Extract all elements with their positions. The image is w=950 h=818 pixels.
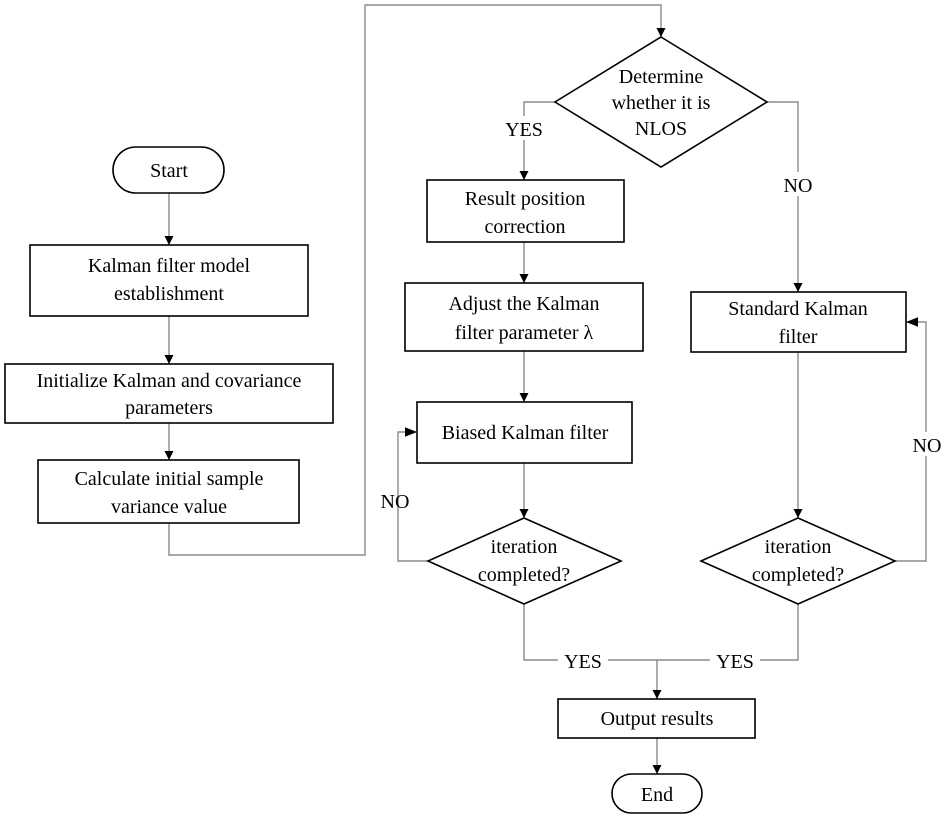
- arrow-nlos-to-correction: [519, 101, 555, 180]
- arrow-calc-to-nlos: [168, 4, 666, 556]
- model-label-line1: Kalman filter model: [88, 255, 251, 277]
- yes-nlos-label: YES: [505, 119, 543, 141]
- standard-label-line2: filter: [779, 326, 818, 348]
- no-right-loop-label: NO: [913, 435, 942, 457]
- start-label: Start: [150, 160, 188, 182]
- nlos-decision: Determine whether it is NLOS: [553, 36, 769, 168]
- iter-right-decision: iteration completed?: [699, 517, 897, 605]
- adjust-label-line2: filter parameter λ: [455, 322, 594, 344]
- biased-label: Biased Kalman filter: [442, 422, 609, 444]
- connectors: [164, 4, 927, 774]
- calc-process-box: Calculate initial sample variance value: [37, 459, 300, 524]
- iter-left-label-line2: completed?: [478, 564, 570, 586]
- model-label-line2: establishment: [114, 283, 224, 305]
- init-label-line1: Initialize Kalman and covariance: [37, 370, 302, 392]
- output-label: Output results: [601, 708, 714, 730]
- calc-label-line1: Calculate initial sample: [75, 468, 264, 490]
- iter-left-label-line1: iteration: [491, 536, 558, 558]
- init-process-box: Initialize Kalman and covariance paramet…: [4, 363, 334, 424]
- adjust-process-box: Adjust the Kalman filter parameter λ: [404, 282, 644, 352]
- arrow-iterleft-no-loop: [397, 427, 428, 562]
- yes-right-label: YES: [716, 651, 754, 673]
- start-terminator: Start: [112, 146, 225, 194]
- no-left-loop-label: NO: [381, 491, 410, 513]
- correction-label-line2: correction: [484, 216, 565, 238]
- nlos-label-line3: NLOS: [635, 118, 687, 140]
- iter-right-label-line2: completed?: [752, 564, 844, 586]
- no-nlos-label: NO: [784, 175, 813, 197]
- calc-label-line2: variance value: [111, 496, 227, 518]
- line-iterleft-yes: [523, 604, 799, 661]
- iter-left-decision: iteration completed?: [426, 517, 623, 605]
- arrow-nlos-to-standard: [767, 101, 803, 292]
- output-process-box: Output results: [557, 698, 756, 739]
- model-process-box: Kalman filter model establishment: [29, 244, 309, 317]
- adjust-label-line1: Adjust the Kalman: [448, 293, 599, 315]
- yes-left-label: YES: [564, 651, 602, 673]
- iter-right-label-line1: iteration: [765, 536, 832, 558]
- branch-labels: YES NO NO NO YES YES: [381, 116, 946, 673]
- nlos-label-line2: whether it is: [612, 92, 711, 114]
- nlos-label-line1: Determine: [619, 66, 704, 88]
- standard-label-line1: Standard Kalman: [728, 298, 867, 320]
- init-label-line2: parameters: [125, 397, 213, 419]
- biased-process-box: Biased Kalman filter: [416, 401, 633, 464]
- correction-process-box: Result position correction: [426, 179, 625, 243]
- end-terminator: End: [611, 773, 703, 814]
- end-label: End: [641, 784, 673, 806]
- correction-label-line1: Result position: [465, 188, 586, 210]
- standard-process-box: Standard Kalman filter: [690, 291, 907, 353]
